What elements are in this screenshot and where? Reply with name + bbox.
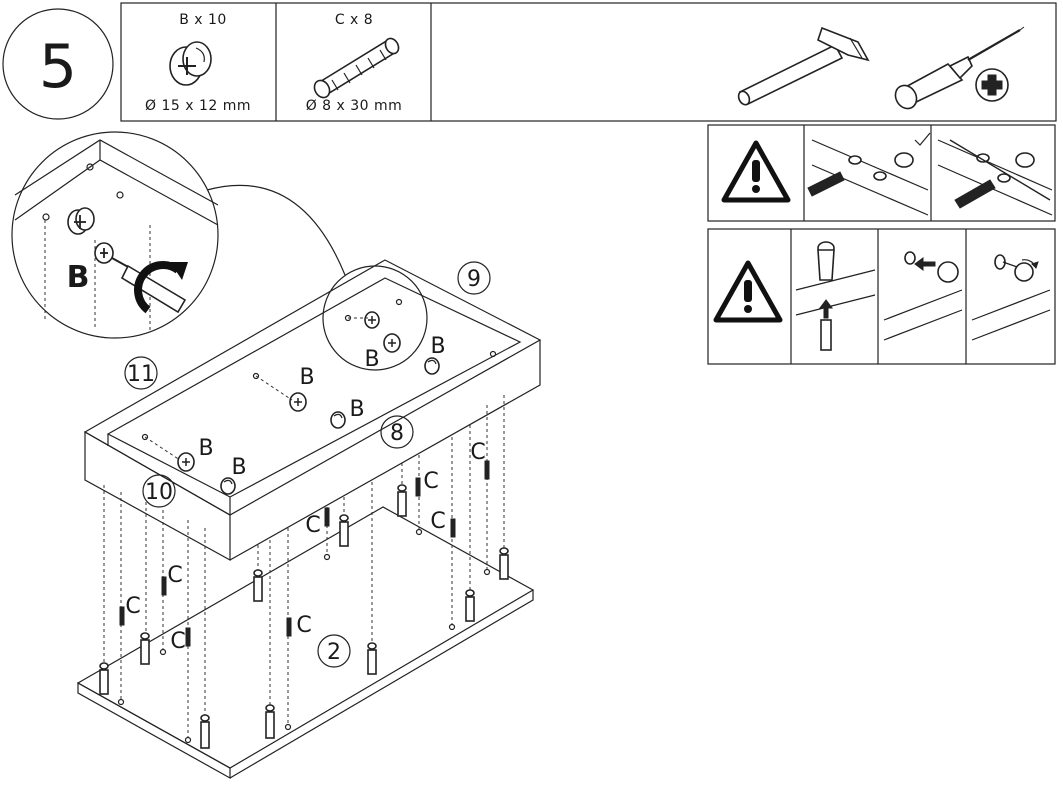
label-c: C [296,613,311,638]
part-c-cell: C x 8 Ø 8 x 30 mm [306,12,403,114]
cabinet-frame [83,259,542,562]
label-c: C [167,563,182,588]
label-c: C [170,629,185,654]
label-b: B [364,347,379,372]
cam-lock [330,411,346,429]
cam-lock [424,357,440,375]
b-labels: B B B B B B [198,334,445,480]
svg-text:10: 10 [145,480,173,505]
warning-triangle-icon [713,260,783,323]
svg-text:11: 11 [127,362,155,387]
cam-bolts-bottom [99,484,509,749]
svg-text:2: 2 [327,640,341,665]
dowel-correct-panel [807,132,931,216]
phillips-head-icon [975,68,1009,102]
label-b: B [299,365,314,390]
cam-fittings [141,298,497,495]
dowel-c [161,576,167,596]
callout-part-10: 10 [142,474,176,508]
dowel-wrong-panel [937,139,1053,216]
step-number-badge: 5 [2,8,114,120]
warning-triangle-icon [721,140,791,203]
alignment-guides [103,395,505,738]
insert-cam-bolt-panel [795,241,876,351]
label-c: C [470,440,485,465]
cam-lock [289,392,307,412]
callout-part-9: 9 [457,261,491,295]
cam-lock-detail [94,242,114,264]
label-b: B [430,334,445,359]
cam-lock [383,333,401,353]
bottom-panel [76,506,535,780]
label-b: B [349,397,364,422]
detail-magnifier: B [11,131,219,339]
part-callouts: 9 11 10 8 2 [124,261,491,668]
label-c: C [423,469,438,494]
cam-lock-icon [169,41,212,86]
parts-header: B x 10 Ø 15 x 12 mm C x 8 [120,2,1057,122]
svg-text:9: 9 [467,267,481,292]
callout-part-2: 2 [317,634,351,668]
label-b: B [231,455,246,480]
insert-cam-lock-panel [883,251,963,341]
cam-lock [220,477,236,495]
dowel-c [484,460,490,480]
callout-part-8: 8 [380,415,414,449]
dowel-c [415,477,421,497]
part-b-label: B x 10 [179,12,227,28]
part-c-size: Ø 8 x 30 mm [306,98,403,114]
screwdriver-icon [894,26,1025,110]
svg-text:8: 8 [390,421,404,446]
label-c: C [430,509,445,534]
zoom-circle [322,265,428,371]
detail-connector [206,184,346,276]
part-b-size: Ø 15 x 12 mm [145,98,251,114]
cam-bolt-detail [67,207,95,235]
part-c-label: C x 8 [335,12,373,28]
cam-bolt [364,311,380,329]
warning-cam-assembly [707,228,1056,365]
wooden-dowel-icon [313,37,400,99]
warning-dowel-orientation [707,124,1056,222]
c-labels: C C C C C C C C [125,440,485,654]
dowel-c [450,518,456,538]
label-c: C [125,594,140,619]
dowel-c [185,627,191,647]
callout-part-11: 11 [124,356,158,390]
callout-detail-b: B [67,260,90,295]
dowels-c [119,460,490,647]
rotate-arrow-icon [134,261,188,314]
label-b: B [198,436,213,461]
dowel-c [119,606,125,626]
dowel-c [324,507,330,527]
cam-lock [177,452,195,472]
part-b-cell: B x 10 Ø 15 x 12 mm [145,12,251,114]
step-number: 5 [39,32,77,102]
hammer-icon [737,26,870,106]
label-c: C [305,513,320,538]
dowel-c [286,617,292,637]
tighten-cam-lock-panel [971,254,1051,341]
